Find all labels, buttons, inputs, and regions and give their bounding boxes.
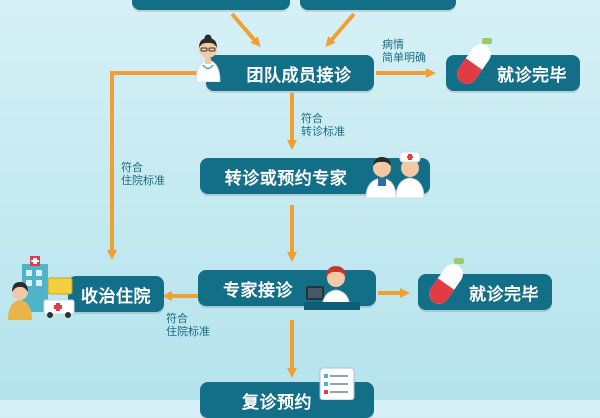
node-followup-label: 复诊预约: [242, 392, 312, 413]
top-node-left: [132, 0, 290, 10]
node-expert-consult-label: 专家接诊: [223, 280, 293, 301]
top-node-right: [300, 0, 456, 10]
node-done-mid-label: 就诊完毕: [469, 284, 539, 305]
node-admit-label: 收治住院: [81, 286, 151, 307]
node-referral-label: 转诊或预约专家: [224, 168, 348, 189]
node-referral: 转诊或预约专家: [200, 158, 430, 194]
edge-label-meets-admit-left: 符合 住院标准: [121, 161, 165, 187]
arrow-top-right-to-team: [325, 12, 356, 48]
edge-label-simple: 病情 简单明确: [382, 38, 426, 64]
doctor-female-icon: [190, 32, 226, 83]
pill-capsule-icon-2: [424, 258, 468, 310]
node-team-consult-label: 团队成员接诊: [246, 65, 352, 86]
node-admit: 收治住院: [68, 276, 164, 312]
arrow-top-left-to-team: [230, 12, 261, 48]
arrow-team-to-admit: [107, 71, 206, 260]
node-team-consult: 团队成员接诊: [206, 55, 374, 91]
doctor-at-desk-icon: [304, 262, 360, 311]
edge-label-meets-referral: 符合 转诊标准: [301, 112, 345, 138]
checklist-clipboard-icon: [316, 366, 360, 401]
doctor-pair-icon: [362, 146, 430, 199]
edge-label-meets-admit-bottom: 符合 住院标准: [166, 312, 210, 338]
hospital-icon: [4, 256, 76, 320]
pill-capsule-icon: [452, 38, 496, 90]
flowchart: 团队成员接诊 就诊完毕 转诊或预约专家 专家接诊 就诊完毕 收治住院 复诊预约 …: [4, 0, 580, 418]
connector-layer: [107, 12, 436, 378]
node-done-top-label: 就诊完毕: [497, 65, 567, 86]
